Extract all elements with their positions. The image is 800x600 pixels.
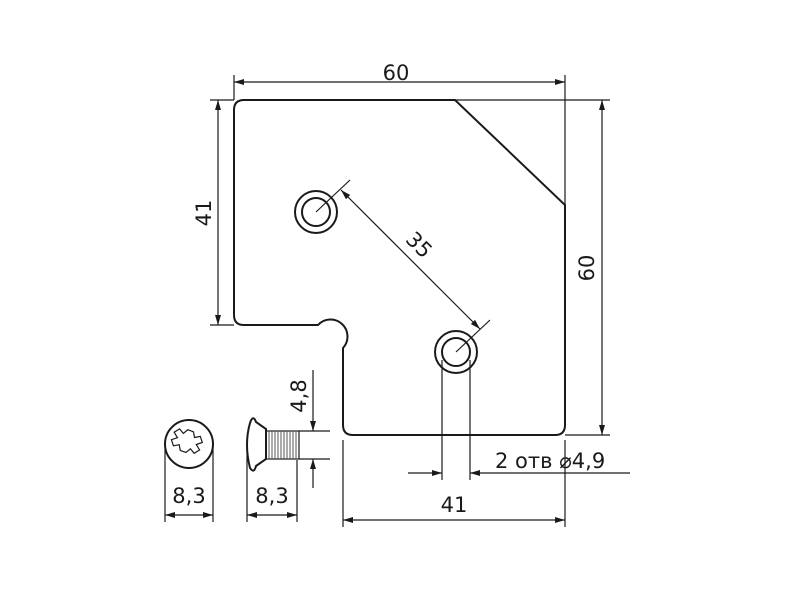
dimension-label: 60: [575, 255, 599, 282]
holes-note: 2 отв ⌀4,9: [495, 449, 605, 473]
dimension-hole-spacing: 35: [315, 179, 491, 353]
dimension-label: 41: [441, 493, 468, 517]
mounting-hole-lower: [434, 330, 478, 374]
dimension-label: 8,3: [255, 484, 288, 508]
dimension-label: 41: [192, 200, 216, 227]
dimension-upper-height: 41: [192, 99, 234, 326]
screw-side-view: 8,3 4,8: [246, 370, 330, 522]
screw-head-view: 8,3: [164, 419, 214, 522]
dimension-label: 35: [401, 227, 437, 263]
plate-outline: [233, 99, 566, 436]
dimension-label: 8,3: [172, 484, 205, 508]
dimension-plate-width: 60: [233, 61, 566, 205]
dimension-hole-diameter: 2 отв ⌀4,9: [408, 360, 630, 480]
dimension-plate-height: 60: [455, 99, 610, 436]
dimension-label: 4,8: [287, 379, 311, 412]
mounting-hole-upper: [294, 190, 338, 234]
dimension-label: 60: [383, 61, 410, 85]
dimension-lower-width: 41: [342, 440, 566, 527]
